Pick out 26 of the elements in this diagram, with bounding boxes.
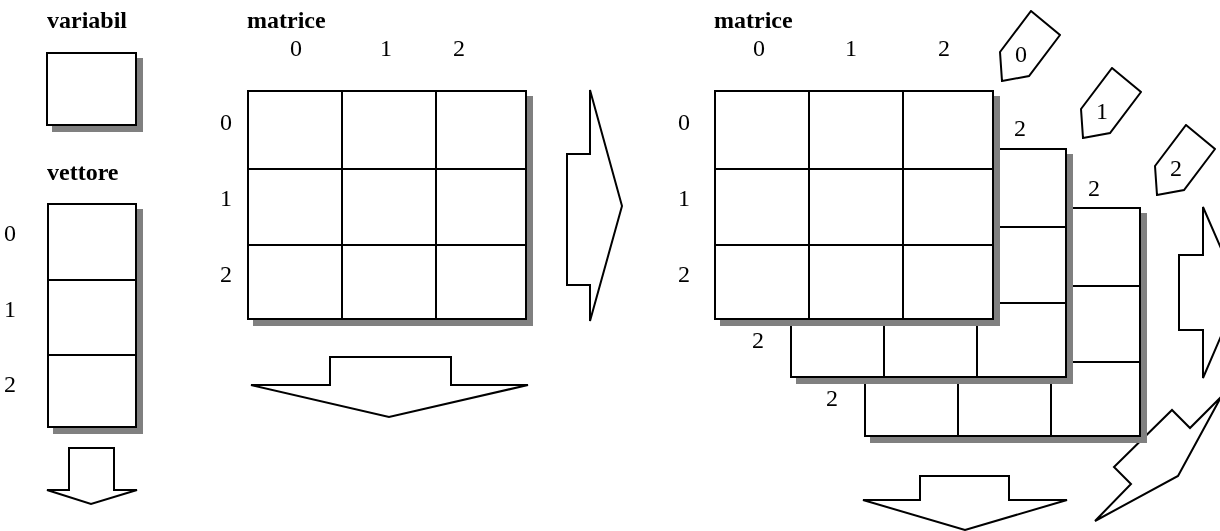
index-number: 2 <box>826 386 838 410</box>
index-number: 2 <box>1088 176 1100 200</box>
index-number: 2 <box>453 36 465 60</box>
index-number: 2 <box>678 262 690 286</box>
heading: matrice <box>247 8 326 32</box>
index-number: 2 <box>220 262 232 286</box>
index-number: 0 <box>753 36 765 60</box>
index-number: 1 <box>1096 99 1108 123</box>
heading: variabil <box>47 8 127 32</box>
index-number: 1 <box>678 186 690 210</box>
index-number: 0 <box>290 36 302 60</box>
heading: matrice <box>714 8 793 32</box>
index-number: 0 <box>1015 42 1027 66</box>
index-number: 2 <box>938 36 950 60</box>
index-number: 0 <box>220 110 232 134</box>
index-number: 0 <box>4 221 16 245</box>
heading: vettore <box>47 160 119 184</box>
index-number: 2 <box>4 372 16 396</box>
index-number: 1 <box>845 36 857 60</box>
index-number: 1 <box>4 297 16 321</box>
index-number: 2 <box>752 328 764 352</box>
index-number: 0 <box>678 110 690 134</box>
index-number: 2 <box>1014 116 1026 140</box>
index-number: 1 <box>380 36 392 60</box>
index-number: 2 <box>1170 156 1182 180</box>
index-number: 1 <box>220 186 232 210</box>
